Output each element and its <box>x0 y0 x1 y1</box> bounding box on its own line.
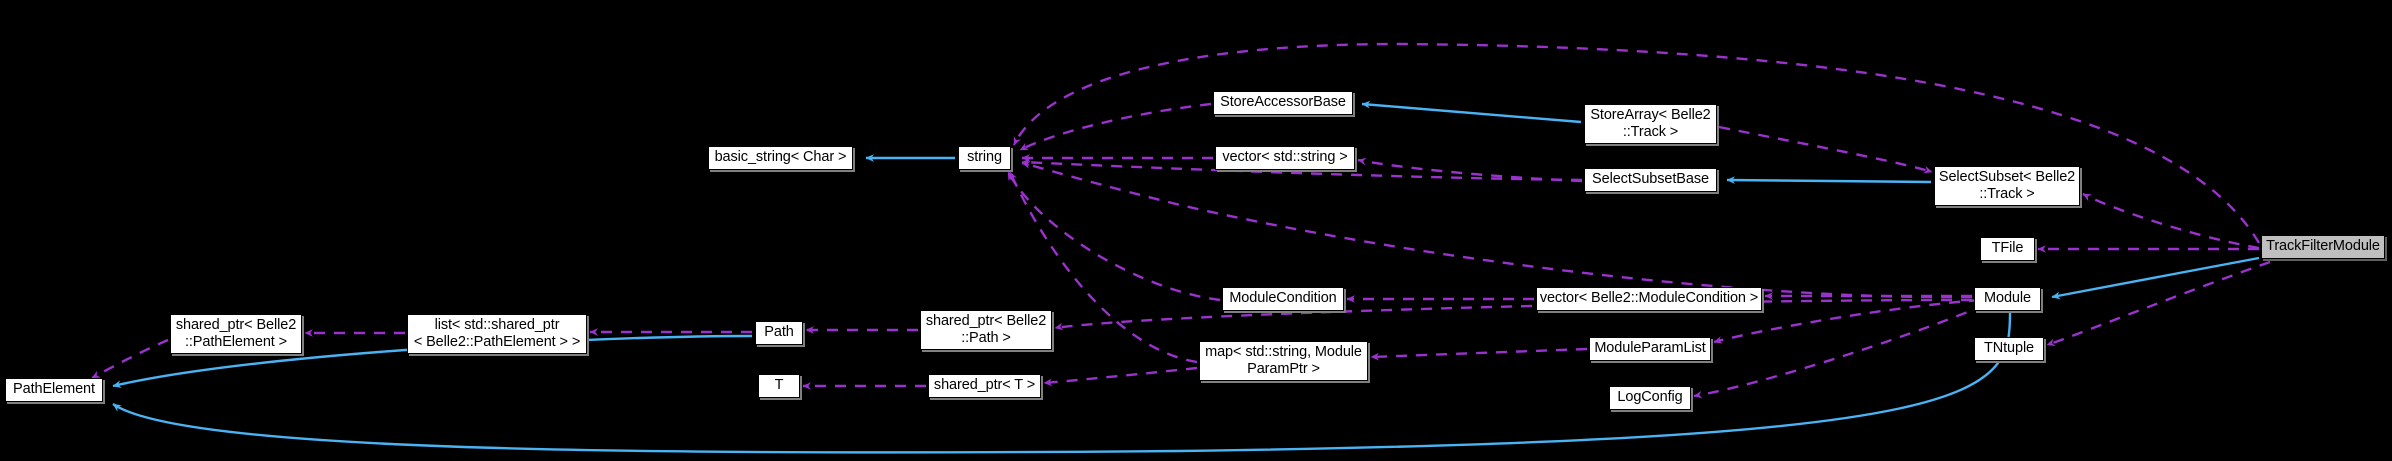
edge-tntuple-trackfiltermodule <box>2046 260 2271 347</box>
edge-string-selectsubsetbase <box>1021 158 1583 182</box>
edge-map-moduleparamlist <box>1370 347 1588 361</box>
graph-node-label: LogConfig <box>1617 389 1683 406</box>
edge-vectorstring-selectsubsetbase <box>1357 157 1583 183</box>
graph-node-label: shared_ptr< Belle2 ::PathElement > <box>175 316 297 350</box>
edge-storearray-storeaccessorbase <box>1361 100 1582 124</box>
graph-node-vector_modulecond[interactable]: vector< Belle2::ModuleCondition > <box>1536 287 1762 311</box>
edge-logconfig-module <box>1693 303 1986 399</box>
graph-node-label: list< std::shared_ptr < Belle2::PathElem… <box>413 316 581 350</box>
usage-edges <box>91 42 2271 399</box>
edge-selectsubset-trackfiltermodule <box>2082 192 2260 250</box>
graph-node-sharedptr_path[interactable]: shared_ptr< Belle2 ::Path > <box>920 310 1052 350</box>
graph-node-label: SelectSubsetBase <box>1592 171 1709 188</box>
graph-node-label: vector< Belle2::ModuleCondition > <box>1539 290 1759 307</box>
inheritance-edges <box>112 100 2260 454</box>
graph-node-label: TFile <box>1991 240 2024 257</box>
edge-pathelement-sharedptrpathel <box>91 338 169 380</box>
graph-node-label: basic_string< Char > <box>714 149 847 166</box>
edge-string-storeaccessorbase <box>1019 102 1212 152</box>
edge-module-pathelement <box>112 312 2012 454</box>
graph-node-selectsubsetbase[interactable]: SelectSubsetBase <box>1584 168 1717 192</box>
graph-node-label: Module <box>1984 290 2031 307</box>
graph-node-t[interactable]: T <box>758 374 800 398</box>
edge-string-map <box>1008 171 1198 364</box>
graph-node-sharedptr_pathel[interactable]: shared_ptr< Belle2 ::PathElement > <box>170 314 302 354</box>
graph-node-label: string <box>967 149 1002 166</box>
graph-node-label: TNtuple <box>1983 340 2035 357</box>
edge-string-modulecondition <box>1006 171 1221 302</box>
graph-node-sharedptr_t[interactable]: shared_ptr< T > <box>928 374 1041 398</box>
graph-node-label: map< std::string, Module ParamPtr > <box>1205 343 1362 377</box>
graph-node-label: SelectSubset< Belle2 ::Track > <box>1938 168 2076 202</box>
edge-storearray-selectsubset <box>1718 125 1933 174</box>
graph-node-pathelement[interactable]: PathElement <box>5 378 103 402</box>
graph-node-map_moduleparamptr[interactable]: map< std::string, Module ParamPtr > <box>1199 341 1368 381</box>
graph-node-label: shared_ptr< T > <box>933 377 1036 394</box>
graph-node-label: vector< std::string > <box>1222 149 1348 166</box>
edge-string-trackfiltermodule <box>1012 42 2261 244</box>
edge-sharedptrpath-module <box>1054 298 1973 331</box>
graph-node-modulecondition[interactable]: ModuleCondition <box>1222 287 1344 311</box>
graph-node-storeaccessorbase[interactable]: StoreAccessorBase <box>1213 91 1353 115</box>
graph-node-label: ModuleParamList <box>1594 340 1706 357</box>
graph-node-label: ModuleCondition <box>1229 290 1337 307</box>
graph-node-label: StoreAccessorBase <box>1220 94 1346 111</box>
edge-moduleparamlist-module <box>1713 298 1981 344</box>
edge-trackfiltermodule-module <box>2051 256 2260 300</box>
graph-node-label: StoreArray< Belle2 ::Track > <box>1590 106 1711 140</box>
graph-node-string[interactable]: string <box>958 146 1011 170</box>
graph-node-selectsubset_track[interactable]: SelectSubset< Belle2 ::Track > <box>1934 166 2080 206</box>
graph-node-moduleparamlist[interactable]: ModuleParamList <box>1589 337 1711 361</box>
graph-node-basicstring[interactable]: basic_string< Char > <box>708 146 853 170</box>
graph-node-list_sharedptr[interactable]: list< std::shared_ptr < Belle2::PathElem… <box>407 314 587 354</box>
edge-selectsubset-selectsubsetbase <box>1726 176 1932 184</box>
graph-node-tfile[interactable]: TFile <box>1980 237 2035 261</box>
graph-node-label: PathElement <box>13 381 95 398</box>
graph-node-module[interactable]: Module <box>1974 287 2041 311</box>
graph-node-tntuple[interactable]: TNtuple <box>1974 337 2044 361</box>
graph-node-path[interactable]: Path <box>755 321 803 345</box>
edge-string-module <box>1021 161 1973 299</box>
graph-node-vector_string[interactable]: vector< std::string > <box>1215 146 1355 170</box>
graph-node-trackfiltermodule[interactable]: TrackFilterModule <box>2261 235 2385 259</box>
graph-node-label: T <box>774 377 784 394</box>
graph-node-storearray_track[interactable]: StoreArray< Belle2 ::Track > <box>1584 104 1717 144</box>
graph-node-label: Path <box>764 324 794 341</box>
graph-node-label: shared_ptr< Belle2 ::Path > <box>925 312 1047 346</box>
edge-sharedptrt-map <box>1043 366 1198 387</box>
graph-node-logconfig[interactable]: LogConfig <box>1609 386 1691 410</box>
graph-node-label: TrackFilterModule <box>2266 238 2380 255</box>
